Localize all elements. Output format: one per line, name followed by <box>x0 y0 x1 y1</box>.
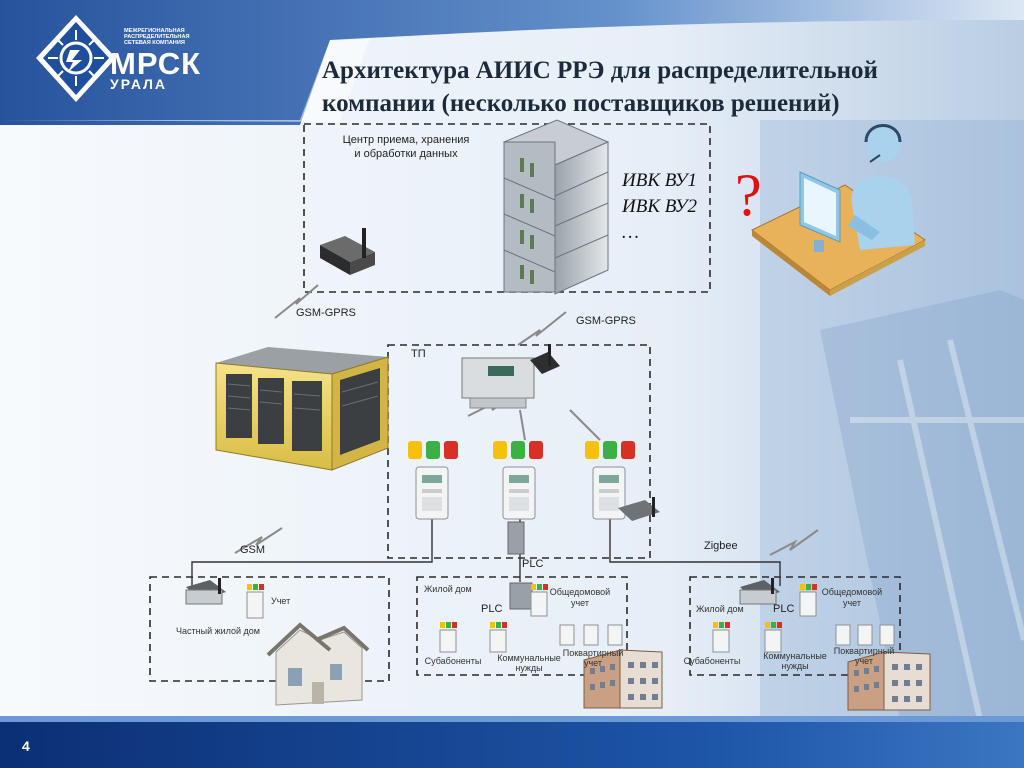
ivk-item-1: ИВК ВУ1 <box>622 170 697 191</box>
link-gsm-gprs-right: GSM-GPRS <box>576 315 636 327</box>
building-plc-plc-label: PLC <box>481 603 503 615</box>
building-plc-common-line-2: учет <box>570 598 590 608</box>
building-zigbee-house-label: Жилой дом <box>696 604 744 614</box>
building-zigbee-apt-label: Поквартирный учет <box>830 646 898 666</box>
data-concentrator <box>461 344 560 409</box>
center-label: Центр приема, хранения и обработки данны… <box>316 133 496 161</box>
building-zigbee-sub-label: Субабоненты <box>683 656 741 666</box>
building-zigbee-common-line-2: учет <box>842 598 862 608</box>
building-plc-house-label: Жилой дом <box>424 584 472 594</box>
building-plc-devices <box>439 582 663 709</box>
building-plc-apt-label: Поквартирный учет <box>560 648 626 668</box>
logo-emblem <box>36 15 116 102</box>
private-meter-label: Учет <box>271 596 291 606</box>
slide-title: Архитектура АИИС РРЭ для распределительн… <box>322 54 1012 120</box>
logo-subname: УРАЛА <box>110 76 168 92</box>
center-label-line-2: и обработки данных <box>354 148 458 160</box>
building-zigbee-plc-label: PLC <box>773 603 795 615</box>
building-plc-comm-label: Коммунальные нужды <box>494 653 564 673</box>
private-house-label: Частный жилой дом <box>176 626 260 636</box>
building-plc-common-line-1: Общедомовой <box>549 587 611 597</box>
ivk-item-ellipsis: … <box>622 222 639 243</box>
operator-workstation <box>751 124 926 296</box>
building-zigbee-common-line-1: Общедомовой <box>821 587 883 597</box>
question-mark: ? <box>735 162 762 228</box>
private-house-devices <box>185 578 370 706</box>
building-zigbee-comm-line-2: нужды <box>781 661 809 671</box>
slide-title-line-2: компании (несколько поставщиков решений) <box>322 90 840 117</box>
center-label-line-1: Центр приема, хранения <box>342 134 470 146</box>
logo-tagline-3: СЕТЕВАЯ КОМПАНИЯ <box>124 40 185 46</box>
logo-tagline-1: МЕЖРЕГИОНАЛЬНАЯ <box>124 28 185 34</box>
ivk-list: ИВК ВУ1 ИВК ВУ2 … <box>622 168 697 246</box>
building-zigbee-comm-label: Коммунальные нужды <box>760 651 830 671</box>
building-plc-apt-line-1: Поквартирный <box>562 648 624 658</box>
building-plc-apt-line-2: учет <box>583 658 603 668</box>
tp-indicators <box>408 441 635 459</box>
ivk-item-2: ИВК ВУ2 <box>622 196 697 217</box>
logo-name: МРСК <box>110 46 202 81</box>
page-number: 4 <box>22 738 30 754</box>
building-plc-sub-label: Субабоненты <box>424 656 482 666</box>
tp-meters <box>415 466 660 555</box>
link-plc: PLC <box>522 558 544 570</box>
building-zigbee-comm-line-1: Коммунальные <box>763 651 827 661</box>
building-plc-comm-line-1: Коммунальные <box>497 653 561 663</box>
building-zigbee-common-label: Общедомовой учет <box>810 587 894 609</box>
tp-label: ТП <box>411 348 426 360</box>
gsm-modem-center <box>320 228 375 275</box>
substation-building <box>215 347 389 471</box>
building-plc-common-label: Общедомовой учет <box>540 587 620 609</box>
slide-title-line-1: Архитектура АИИС РРЭ для распределительн… <box>322 57 878 84</box>
link-gsm-gprs-left: GSM-GPRS <box>296 307 356 319</box>
server-rack <box>502 119 610 295</box>
logo-tagline-2: РАСПРЕДЕЛИТЕЛЬНАЯ <box>124 34 190 40</box>
link-zigbee: Zigbee <box>704 540 738 552</box>
building-zigbee-apt-line-1: Поквартирный <box>833 646 895 656</box>
building-zigbee-devices <box>712 578 931 711</box>
building-plc-comm-line-2: нужды <box>515 663 543 673</box>
building-zigbee-apt-line-2: учет <box>854 656 874 666</box>
link-gsm: GSM <box>240 544 266 556</box>
